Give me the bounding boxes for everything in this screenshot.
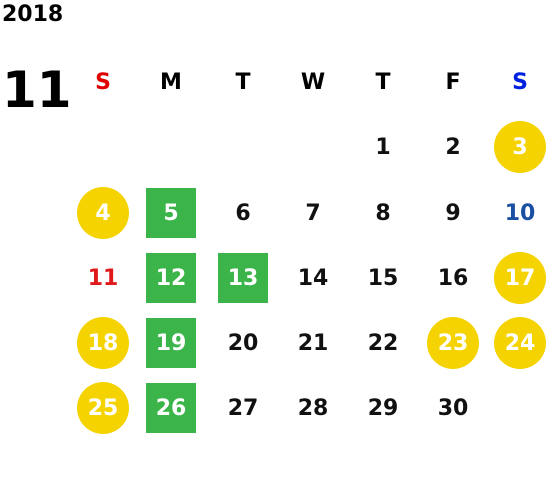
day-cell[interactable]: 22 xyxy=(348,315,418,371)
day-number: 10 xyxy=(504,200,536,226)
day-cell[interactable]: 9 xyxy=(418,185,488,241)
day-number: 21 xyxy=(297,330,329,356)
holiday-circle-marker xyxy=(77,317,129,369)
weekday-header-tue: T xyxy=(235,69,251,95)
day-cell[interactable]: 24 xyxy=(485,315,548,371)
weekday-header-sun: S xyxy=(95,69,111,95)
day-cell[interactable]: 18 xyxy=(68,315,138,371)
day-cell[interactable]: 2 xyxy=(418,119,488,175)
event-square-marker xyxy=(146,383,196,433)
day-cell[interactable]: 30 xyxy=(418,380,488,436)
year-label: 2018 xyxy=(2,2,64,27)
weekday-header-thu: T xyxy=(375,69,391,95)
holiday-circle-marker xyxy=(77,382,129,434)
day-number: 27 xyxy=(227,395,259,421)
day-number: 20 xyxy=(227,330,259,356)
day-number: 4 xyxy=(95,200,111,226)
holiday-circle-marker xyxy=(494,317,546,369)
day-cell[interactable]: 17 xyxy=(485,250,548,306)
month-label: 11 xyxy=(2,61,72,119)
weekday-header-sat: S xyxy=(512,69,528,95)
day-number: 2 xyxy=(445,134,461,160)
weekday-header-mon: M xyxy=(160,69,182,95)
event-square-marker xyxy=(146,253,196,303)
day-number: 6 xyxy=(235,200,251,226)
day-number: 18 xyxy=(87,330,119,356)
day-cell[interactable]: 15 xyxy=(348,250,418,306)
day-cell[interactable]: 27 xyxy=(208,380,278,436)
day-cell[interactable]: 5 xyxy=(136,185,206,241)
holiday-circle-marker xyxy=(494,121,546,173)
day-cell[interactable]: 25 xyxy=(68,380,138,436)
day-number: 8 xyxy=(375,200,391,226)
event-square-marker xyxy=(146,318,196,368)
day-number: 1 xyxy=(375,134,391,160)
day-cell[interactable]: 19 xyxy=(136,315,206,371)
day-number: 23 xyxy=(437,330,469,356)
holiday-circle-marker xyxy=(427,317,479,369)
day-number: 12 xyxy=(155,265,187,291)
day-number: 17 xyxy=(504,265,536,291)
day-number: 13 xyxy=(227,265,259,291)
day-cell[interactable]: 26 xyxy=(136,380,206,436)
day-number: 15 xyxy=(367,265,399,291)
day-number: 16 xyxy=(437,265,469,291)
day-number: 30 xyxy=(437,395,469,421)
day-number: 7 xyxy=(305,200,321,226)
day-cell[interactable]: 1 xyxy=(348,119,418,175)
day-cell[interactable]: 3 xyxy=(485,119,548,175)
day-cell[interactable]: 20 xyxy=(208,315,278,371)
day-cell[interactable]: 12 xyxy=(136,250,206,306)
day-cell[interactable]: 11 xyxy=(68,250,138,306)
day-number: 3 xyxy=(512,134,528,160)
day-number: 24 xyxy=(504,330,536,356)
holiday-circle-marker xyxy=(494,252,546,304)
day-cell[interactable]: 7 xyxy=(278,185,348,241)
day-number: 14 xyxy=(297,265,329,291)
day-number: 19 xyxy=(155,330,187,356)
day-number: 9 xyxy=(445,200,461,226)
day-number: 25 xyxy=(87,395,119,421)
day-number: 5 xyxy=(163,200,179,226)
day-cell[interactable]: 10 xyxy=(485,185,548,241)
day-number: 26 xyxy=(155,395,187,421)
day-cell[interactable]: 29 xyxy=(348,380,418,436)
weekday-header-fri: F xyxy=(445,69,461,95)
day-number: 11 xyxy=(87,265,119,291)
day-cell[interactable]: 28 xyxy=(278,380,348,436)
holiday-circle-marker xyxy=(77,187,129,239)
day-cell[interactable]: 14 xyxy=(278,250,348,306)
day-cell[interactable]: 8 xyxy=(348,185,418,241)
weekday-header-wed: W xyxy=(300,69,326,95)
day-cell[interactable]: 21 xyxy=(278,315,348,371)
day-cell[interactable]: 6 xyxy=(208,185,278,241)
event-square-marker xyxy=(146,188,196,238)
day-cell[interactable]: 16 xyxy=(418,250,488,306)
day-cell[interactable]: 13 xyxy=(208,250,278,306)
day-number: 29 xyxy=(367,395,399,421)
day-cell[interactable]: 23 xyxy=(418,315,488,371)
day-number: 22 xyxy=(367,330,399,356)
day-cell[interactable]: 4 xyxy=(68,185,138,241)
event-square-marker xyxy=(218,253,268,303)
day-number: 28 xyxy=(297,395,329,421)
